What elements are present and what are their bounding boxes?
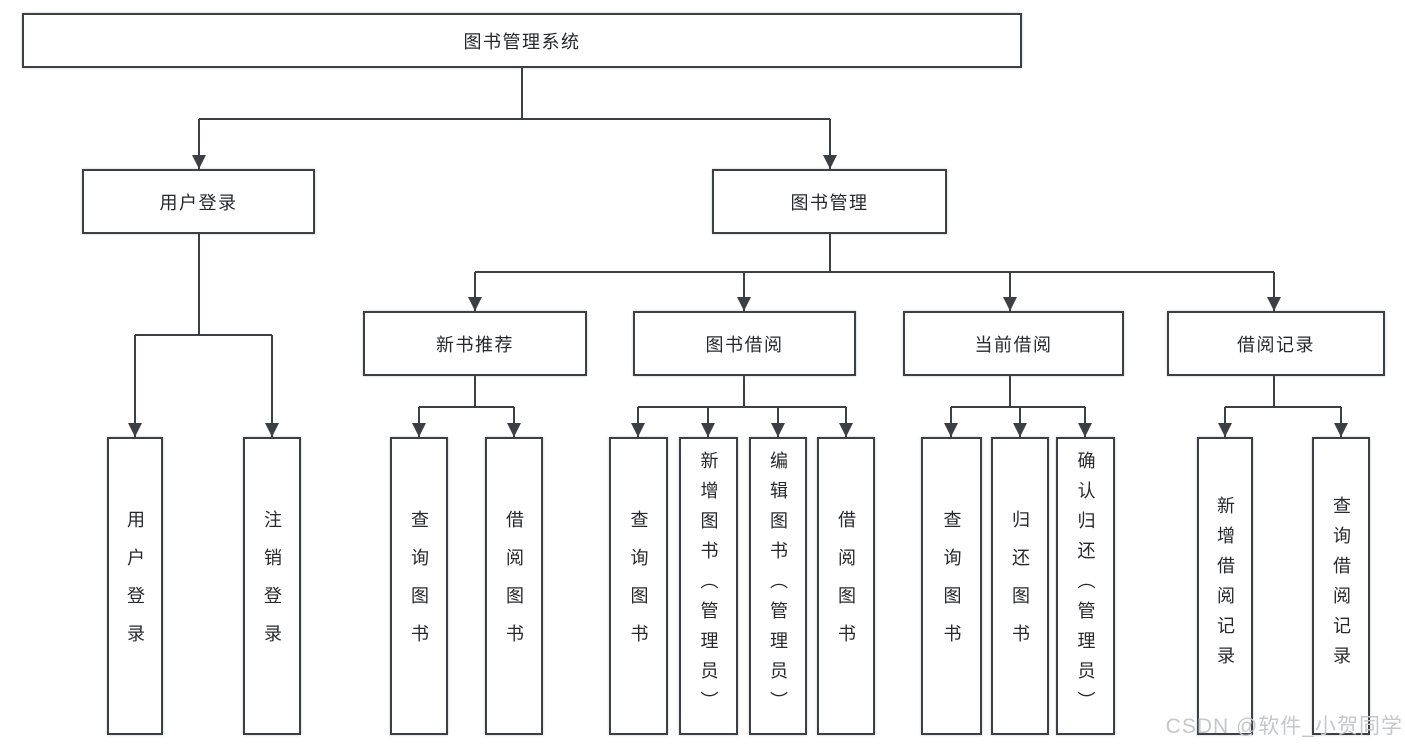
- node-new-book-recommend-label: 新书推荐: [436, 334, 514, 355]
- node-borrow-records-label: 借阅记录: [1237, 334, 1315, 355]
- csdn-watermark: CSDN @软件_小贺同学: [1165, 715, 1403, 738]
- leaf-query-borrow-record-label: 查询借阅记录: [1331, 496, 1351, 676]
- leaf-query-borrow-record: 查询借阅记录: [1312, 437, 1370, 735]
- leaf-borrow-books-label: 借阅图书: [836, 510, 856, 662]
- leaf-edit-book-admin-label: 编辑图书（管理员）: [768, 451, 788, 721]
- node-root: 图书管理系统: [22, 13, 1022, 68]
- node-book-borrow: 图书借阅: [633, 311, 856, 376]
- leaf-borrow-books: 借阅图书: [817, 437, 875, 735]
- leaf-query-books-current-label: 查询图书: [941, 510, 962, 662]
- node-borrow-records: 借阅记录: [1167, 311, 1385, 376]
- node-user-login: 用户登录: [82, 169, 315, 234]
- node-book-management: 图书管理: [712, 169, 947, 234]
- leaf-add-book-admin: 新增图书（管理员）: [679, 437, 738, 735]
- leaf-query-books-borrow: 查询图书: [609, 437, 668, 735]
- leaf-query-books-recommend-label: 查询图书: [409, 510, 429, 662]
- leaf-confirm-return-admin-label: 确认归还（管理员）: [1075, 451, 1096, 721]
- leaf-confirm-return-admin: 确认归还（管理员）: [1056, 437, 1115, 735]
- leaf-edit-book-admin: 编辑图书（管理员）: [749, 437, 807, 735]
- node-book-borrow-label: 图书借阅: [705, 334, 784, 355]
- leaf-add-borrow-record-label: 新增借阅记录: [1215, 496, 1235, 676]
- leaf-add-book-admin-label: 新增图书（管理员）: [698, 451, 719, 721]
- node-root-label: 图书管理系统: [463, 31, 581, 52]
- leaf-query-books-borrow-label: 查询图书: [628, 510, 649, 662]
- leaf-add-borrow-record: 新增借阅记录: [1197, 437, 1253, 735]
- leaf-return-books-label: 归还图书: [1010, 510, 1030, 662]
- leaf-user-login-label: 用户登录: [125, 510, 145, 662]
- leaf-borrow-books-recommend-label: 借阅图书: [504, 510, 524, 662]
- leaf-borrow-books-recommend: 借阅图书: [485, 437, 543, 735]
- leaf-logout: 注销登录: [243, 437, 301, 735]
- node-book-management-label: 图书管理: [790, 192, 869, 213]
- leaf-user-login: 用户登录: [107, 437, 163, 735]
- leaf-logout-label: 注销登录: [262, 510, 282, 662]
- node-current-borrow: 当前借阅: [903, 311, 1124, 376]
- leaf-query-books-recommend: 查询图书: [390, 437, 448, 735]
- node-current-borrow-label: 当前借阅: [974, 334, 1053, 355]
- leaf-return-books: 归还图书: [991, 437, 1049, 735]
- node-user-login-label: 用户登录: [159, 192, 238, 213]
- leaf-query-books-current: 查询图书: [921, 437, 982, 735]
- node-new-book-recommend: 新书推荐: [363, 311, 587, 376]
